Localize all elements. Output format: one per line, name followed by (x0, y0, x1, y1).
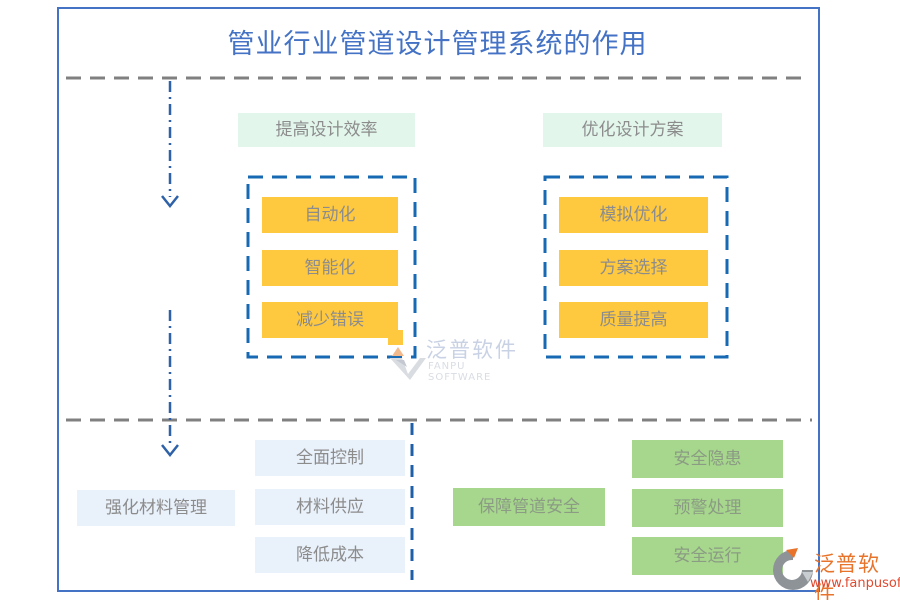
item-reduce-errors: 减少错误 (262, 302, 398, 338)
header-design-efficiency: 提高设计效率 (238, 113, 415, 147)
item-full-control: 全面控制 (255, 440, 405, 476)
header-material-management: 强化材料管理 (77, 490, 235, 526)
footer-logo: 泛普软件 www.fanpusoft.com (772, 546, 900, 600)
footer-logo-brand-text: 泛普软件 (814, 552, 880, 600)
watermark-brand-subtext: FANPU SOFTWARE (428, 361, 492, 383)
item-intelligence: 智能化 (262, 250, 398, 286)
footer-logo-url-text: www.fanpusoft.com (810, 576, 900, 591)
item-safe-operation: 安全运行 (632, 537, 783, 575)
item-cost-reduction: 降低成本 (255, 537, 405, 573)
fanpu-watermark-icon (388, 330, 426, 380)
item-warning-handling: 预警处理 (632, 489, 783, 527)
header-pipeline-safety: 保障管道安全 (453, 488, 605, 526)
fanpu-logo-icon (773, 548, 813, 590)
item-material-supply: 材料供应 (255, 489, 405, 525)
item-safety-hazards: 安全隐患 (632, 440, 783, 478)
outer-border (57, 7, 820, 592)
item-simulation-optimization: 模拟优化 (559, 197, 708, 233)
page-title: 管业行业管道设计管理系统的作用 (227, 29, 648, 60)
center-watermark: 泛普软件 FANPU SOFTWARE (388, 328, 528, 390)
item-quality-improvement: 质量提高 (559, 302, 708, 338)
item-automation: 自动化 (262, 197, 398, 233)
item-plan-selection: 方案选择 (559, 250, 708, 286)
header-design-plan: 优化设计方案 (543, 113, 722, 147)
watermark-brand-text: 泛普软件 (426, 338, 518, 362)
